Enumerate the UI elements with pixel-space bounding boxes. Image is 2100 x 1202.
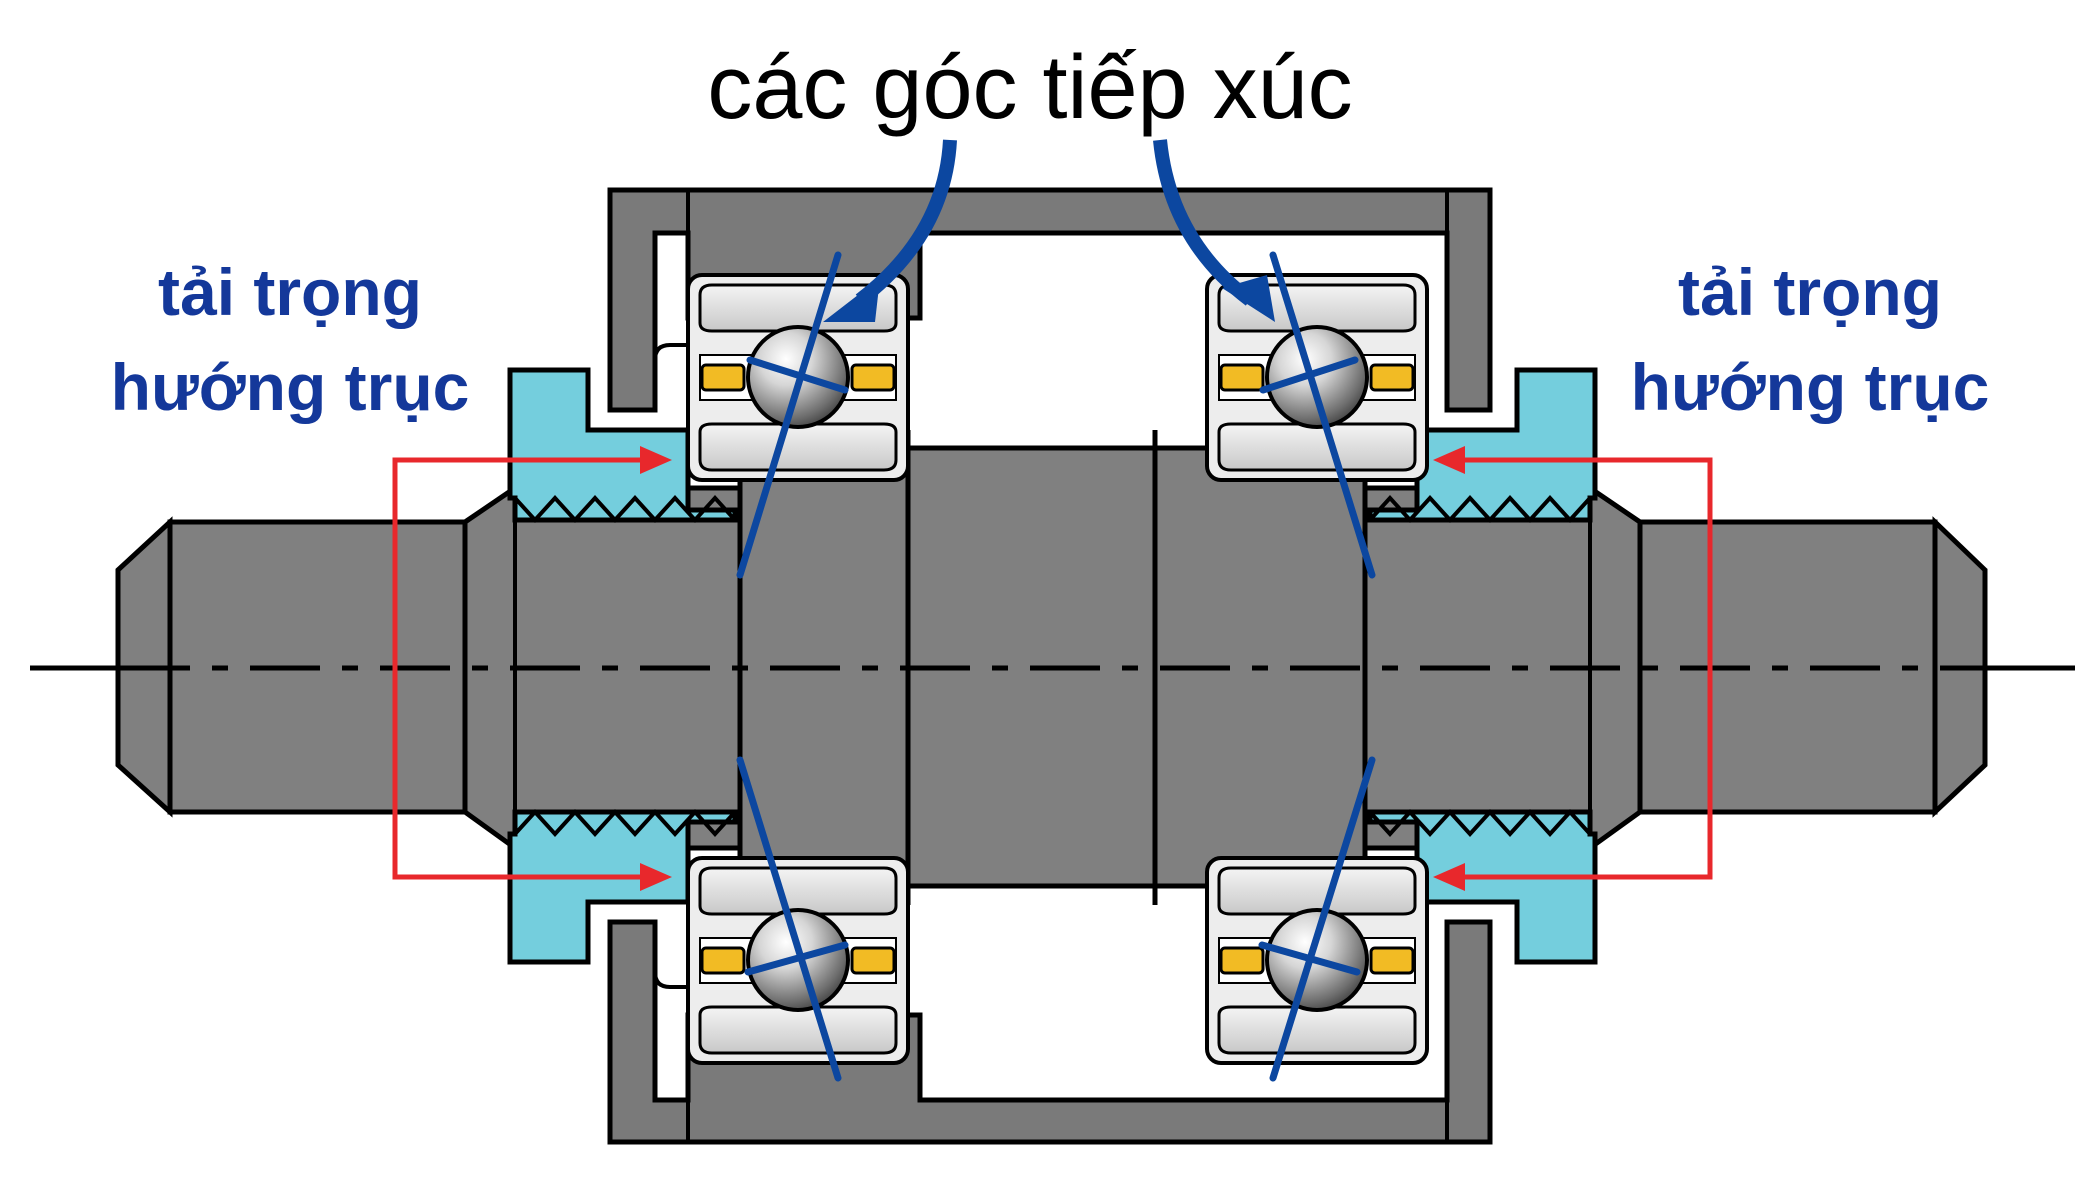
right-axial-load-label-line1: tải trọng bbox=[1678, 255, 1942, 329]
right-axial-load-label-line2: hướng trục bbox=[1631, 350, 1990, 424]
axial-load-arrowheads bbox=[640, 446, 1465, 891]
left-lock-nut bbox=[507, 367, 738, 965]
bearing-top-right bbox=[1205, 273, 1429, 482]
contact-angle-lines bbox=[736, 251, 1376, 1082]
right-lock-nut bbox=[1367, 367, 1598, 965]
contact-angle-pointer-arrows bbox=[823, 139, 1275, 322]
diagram-title: các góc tiếp xúc bbox=[707, 38, 1352, 138]
left-axial-load-label-line1: tải trọng bbox=[158, 255, 422, 329]
housing bbox=[607, 187, 1493, 1145]
left-axial-load-label-line2: hướng trục bbox=[111, 350, 470, 424]
axial-load-arrows bbox=[392, 457, 1713, 880]
